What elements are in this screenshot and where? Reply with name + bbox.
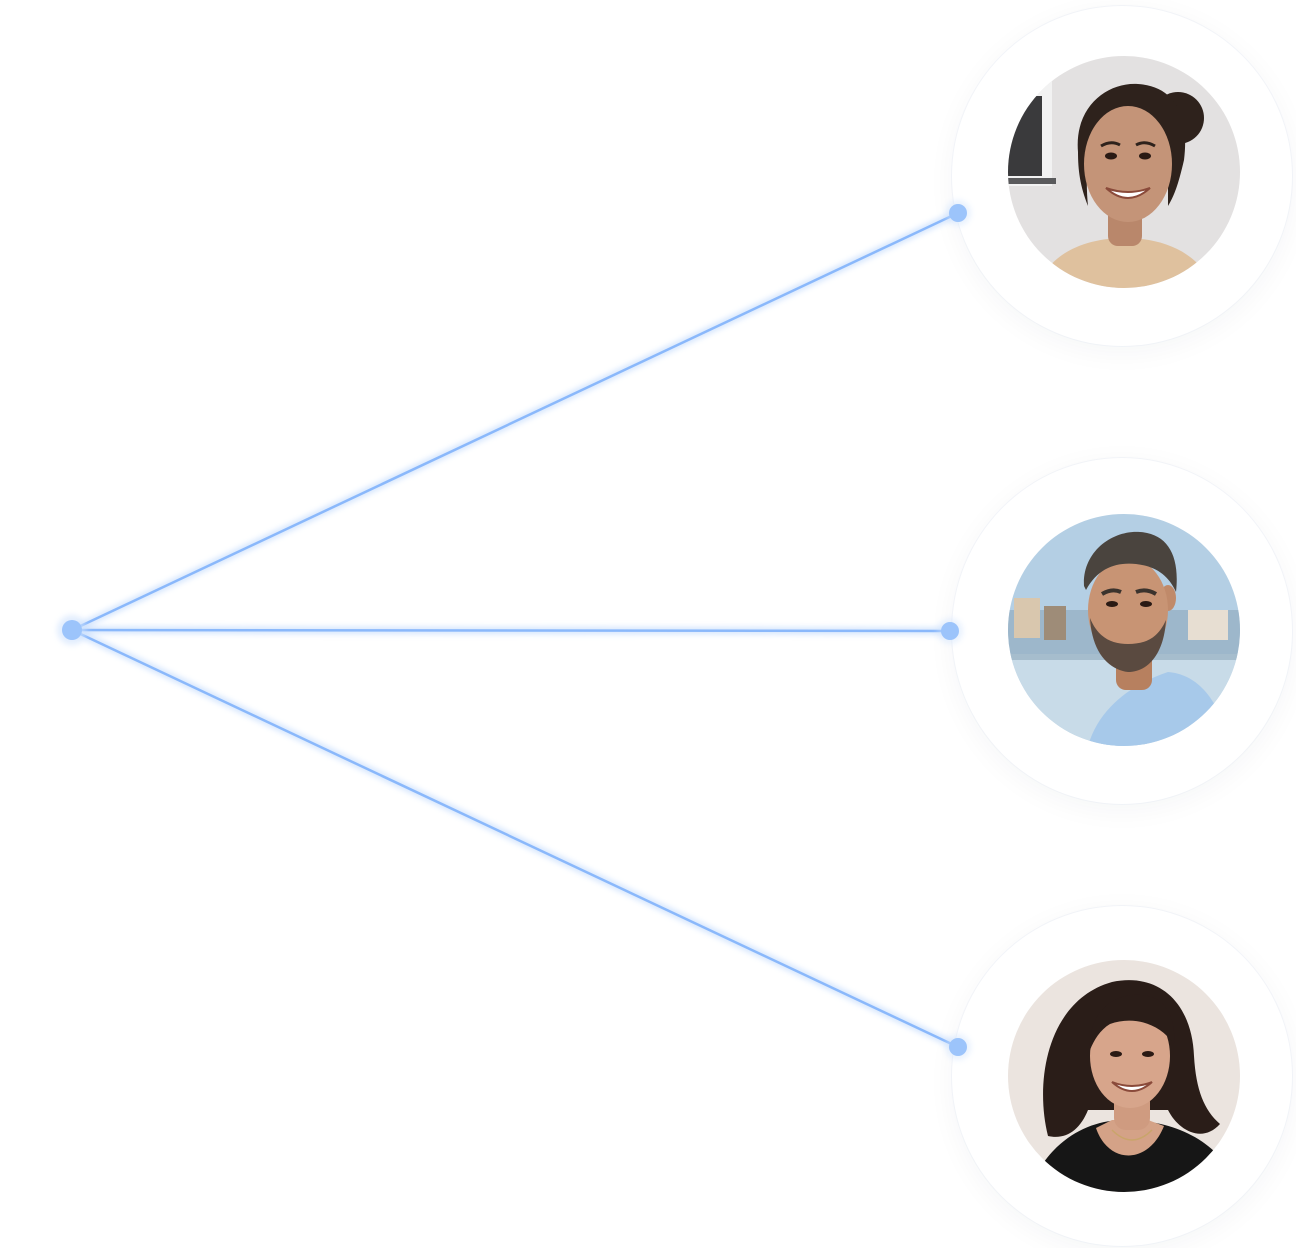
avatar-1-face xyxy=(1084,106,1172,222)
avatar-3-eye-left xyxy=(1110,1051,1122,1057)
avatar-2-hair xyxy=(1083,531,1177,592)
avatar-1-eye-left xyxy=(1105,152,1117,160)
connection-bottom-endpoint-node xyxy=(949,1038,967,1056)
avatar-1-eye-right xyxy=(1139,152,1151,160)
avatar-3-eye-right xyxy=(1142,1051,1154,1057)
connection-bottom xyxy=(70,628,960,1049)
connection-top-endpoint-node xyxy=(949,204,967,222)
avatar-3-smile xyxy=(1111,1081,1153,1092)
avatar-2-beard xyxy=(1090,618,1166,672)
avatar-2-eye-right xyxy=(1140,601,1152,607)
avatar-bearded-man-marina-icon xyxy=(1008,514,1240,746)
source-hub-node xyxy=(62,620,82,640)
avatar-3-clothes xyxy=(1028,1120,1230,1192)
avatar-1-brows xyxy=(1100,141,1156,148)
avatar-smiling-woman-bun-icon xyxy=(1008,56,1240,288)
avatar-2-building-1 xyxy=(1014,598,1040,638)
avatar-person-3[interactable] xyxy=(1008,960,1240,1192)
connection-middle xyxy=(70,628,952,633)
avatar-2-face xyxy=(1088,558,1168,662)
avatar-2-building-3 xyxy=(1188,610,1228,640)
avatar-2-eye-left xyxy=(1106,601,1118,607)
avatar-2-building-2 xyxy=(1044,606,1066,640)
avatar-2-brows xyxy=(1100,588,1158,596)
avatar-1-clothes xyxy=(1038,238,1214,288)
avatar-person-1[interactable] xyxy=(1008,56,1240,288)
avatar-3-neckline xyxy=(1096,1120,1164,1156)
avatar-3-hair-front xyxy=(1089,994,1175,1050)
avatar-1-hair xyxy=(1077,83,1186,206)
connection-top xyxy=(70,211,960,632)
connection-middle-endpoint-node xyxy=(941,622,959,640)
avatar-smiling-woman-dark-hair-icon xyxy=(1008,960,1240,1192)
avatar-person-2[interactable] xyxy=(1008,514,1240,746)
avatar-3-necklace xyxy=(1111,1129,1153,1141)
avatar-1-shelf xyxy=(1008,178,1056,184)
avatar-1-smile xyxy=(1105,187,1151,199)
